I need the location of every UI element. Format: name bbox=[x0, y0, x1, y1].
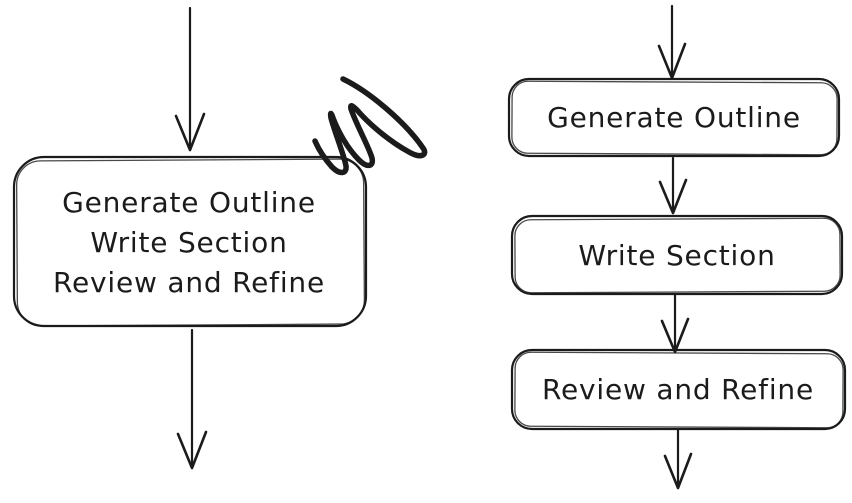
box-outline bbox=[510, 214, 844, 296]
box-label: Write Section bbox=[578, 239, 775, 272]
arrow-head-icon bbox=[660, 317, 690, 354]
scribble-stroke bbox=[312, 76, 428, 176]
combined-box-line-2: Write Section bbox=[90, 226, 287, 259]
right-diagram: Generate Outline Write Section bbox=[507, 4, 847, 490]
box-outline bbox=[507, 77, 841, 158]
arrow-head-icon bbox=[663, 452, 693, 490]
box-outline bbox=[12, 155, 368, 328]
box-outline bbox=[510, 348, 847, 431]
arrow-head-icon bbox=[174, 112, 206, 152]
scribble-icon bbox=[312, 76, 428, 176]
right-incoming-arrow bbox=[657, 4, 687, 80]
arrow-head-icon bbox=[176, 430, 208, 470]
right-box-generate-outline: Generate Outline bbox=[507, 77, 841, 158]
box-outline-sketch bbox=[511, 80, 838, 156]
right-connector-arrow-1 bbox=[658, 156, 688, 215]
box-label: Review and Refine bbox=[542, 373, 814, 406]
left-outgoing-arrow bbox=[176, 328, 208, 470]
left-incoming-arrow bbox=[174, 6, 206, 152]
box-outline-sketch bbox=[514, 351, 844, 429]
combined-box-line-3: Review and Refine bbox=[53, 266, 325, 299]
combined-box-line-1: Generate Outline bbox=[62, 186, 316, 219]
right-box-review-and-refine: Review and Refine bbox=[510, 348, 847, 431]
box-label: Generate Outline bbox=[547, 101, 801, 134]
arrow-head-icon bbox=[658, 178, 688, 215]
right-connector-arrow-2 bbox=[660, 293, 690, 354]
right-box-write-section: Write Section bbox=[510, 214, 844, 296]
box-outline-sketch bbox=[15, 158, 366, 327]
box-outline-sketch bbox=[514, 217, 841, 294]
left-combined-step-box: Generate Outline Write Section Review an… bbox=[12, 155, 368, 328]
left-diagram: Generate Outline Write Section Review an… bbox=[12, 6, 428, 470]
right-outgoing-arrow bbox=[663, 428, 693, 490]
